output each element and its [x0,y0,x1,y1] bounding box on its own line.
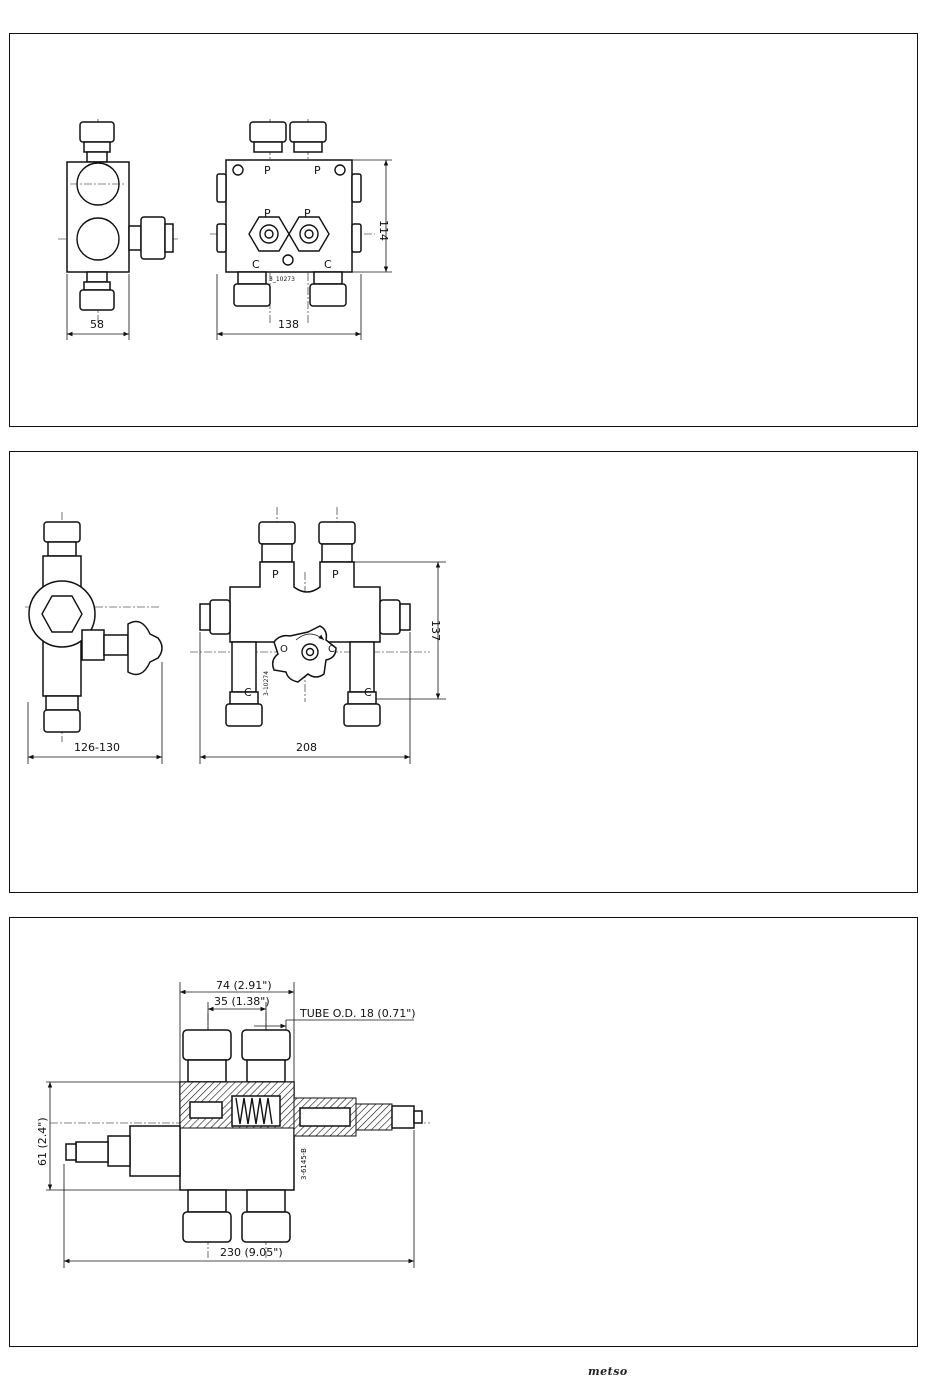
drawing-ref: 3_10273 [269,276,295,283]
drawing-ref: 3-10274 [263,671,270,696]
side-view [58,119,180,324]
dim-side-width: 126-130 [74,741,120,754]
drawing-1: P P P P C C 3_10273 58 138 114 [10,34,919,428]
port-p-label: P [264,164,271,177]
port-c-label: C [252,258,260,271]
front-view: P P P P C C 3_10273 [210,119,375,324]
port-p-label: P [264,207,271,220]
port-c-label: C [324,258,332,271]
drawing-panel-1: P P P P C C 3_10273 58 138 114 [9,33,918,427]
brand-logo: metso [588,1365,628,1378]
dim-top-inner: 35 (1.38") [214,995,270,1008]
front-view: P P C C O C 3-10274 [190,507,430,726]
port-c-label: C [364,686,372,699]
dim-top-outer: 74 (2.91") [216,979,272,992]
dim-height: 114 [377,220,390,241]
drawing-panel-3: 3-6145-B 74 (2.91") 35 (1.38") TUBE O.D.… [9,917,918,1347]
dim-length: 230 (9.05") [220,1246,283,1259]
dim-height: 137 [429,620,442,641]
drawing-2: P P C C O C 3-10274 126-130 208 137 [10,452,919,894]
port-p-label: P [272,568,279,581]
section-view: 3-6145-B [50,1013,430,1258]
knob-close-label: C [328,644,335,655]
dim-side-width: 58 [90,318,104,331]
dim-height: 61 (2.4") [36,1117,49,1166]
port-p-label: P [332,568,339,581]
dim-tube: TUBE O.D. 18 (0.71") [299,1007,416,1020]
knob-open-label: O [280,644,288,655]
side-view [25,512,162,742]
port-c-label: C [244,686,252,699]
drawing-panel-2: P P C C O C 3-10274 126-130 208 137 [9,451,918,893]
drawing-ref: 3-6145-B [300,1148,308,1180]
dim-front-width: 138 [278,318,299,331]
port-p-label: P [304,207,311,220]
drawing-3: 3-6145-B 74 (2.91") 35 (1.38") TUBE O.D.… [10,918,919,1348]
dim-front-width: 208 [296,741,317,754]
port-p-label: P [314,164,321,177]
